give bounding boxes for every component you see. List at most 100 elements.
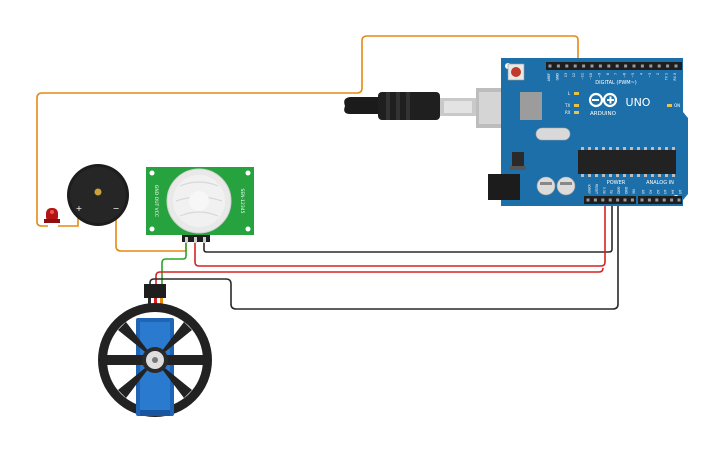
header-pin-label: ~9 (597, 73, 601, 78)
header-pin-label: AREF (547, 73, 551, 81)
capacitor-2 (556, 176, 576, 196)
header-pin-label: ~3 (648, 73, 652, 78)
header-pin-label: 12 (572, 73, 576, 77)
header-pin[interactable] (593, 198, 597, 202)
pir-sensor[interactable]: GND OUT VCC SEN-12345 (146, 167, 254, 243)
chip-pin (658, 147, 661, 150)
servo-motor-icon[interactable] (98, 284, 212, 417)
rx-led (574, 111, 579, 114)
header-pin-label: A1 (648, 190, 652, 194)
header-pin-label: GND (555, 72, 559, 80)
header-pin-label: GND (624, 187, 628, 195)
header-pin-label: 3.3V (602, 187, 606, 195)
wire-red-servo-power[interactable] (155, 267, 604, 284)
header-pin-label: RX 0 (673, 73, 677, 80)
microcontroller-chip (578, 150, 676, 174)
header-pin[interactable] (674, 64, 678, 68)
header-pin[interactable] (586, 198, 590, 202)
header-pin[interactable] (598, 64, 602, 68)
header-pin-label: 13 (564, 73, 568, 77)
chip-pin (630, 174, 633, 177)
chip-pin (651, 174, 654, 177)
header-pin-label: ~11 (581, 73, 585, 80)
chip-pin (644, 147, 647, 150)
piezo-buzzer[interactable]: + − (67, 164, 129, 226)
chip-pin (630, 147, 633, 150)
header-pin[interactable] (640, 64, 644, 68)
chip-pin (644, 174, 647, 177)
chip-pin (588, 147, 591, 150)
arduino-model-label: UNO (626, 96, 651, 109)
header-pin[interactable] (601, 198, 605, 202)
header-pin[interactable] (616, 198, 620, 202)
header-pin[interactable] (573, 64, 577, 68)
chip-pin (623, 174, 626, 177)
chip-pin (672, 147, 675, 150)
power-jack[interactable] (488, 174, 520, 200)
header-pin[interactable] (582, 64, 586, 68)
header-pin[interactable] (623, 198, 627, 202)
header-pin[interactable] (615, 64, 619, 68)
header-pin[interactable] (662, 198, 666, 202)
header-pin[interactable] (548, 64, 552, 68)
header-pin[interactable] (632, 64, 636, 68)
buzzer-plus-label: + (76, 204, 83, 213)
crystal-oscillator (535, 127, 571, 141)
chip-pin (595, 174, 598, 177)
red-led-icon[interactable] (44, 208, 60, 223)
header-pin[interactable] (624, 64, 628, 68)
header-pin[interactable] (677, 198, 681, 202)
header-pin[interactable] (607, 64, 611, 68)
header-pin-label: A3 (663, 190, 667, 194)
header-pin[interactable] (666, 64, 670, 68)
header-pin-label: 7 (614, 73, 618, 75)
arduino-logo-icon (588, 92, 618, 108)
wire-green-servo-signal[interactable] (161, 242, 187, 284)
chip-pin (637, 147, 640, 150)
on-led (667, 104, 672, 107)
header-pin[interactable] (655, 198, 659, 202)
header-pin[interactable] (556, 64, 560, 68)
digital-header-label: DIGITAL (PWM~) (595, 80, 637, 86)
chip-pin (651, 147, 654, 150)
wire-black-pir-gnd[interactable] (203, 201, 613, 253)
wire-orange-buzzer[interactable] (58, 215, 79, 227)
tx-led (574, 104, 579, 107)
header-pin-label: A2 (656, 190, 660, 194)
header-pin[interactable] (670, 198, 674, 202)
header-pin-label: GND (617, 187, 621, 195)
header-pin[interactable] (647, 198, 651, 202)
wire-orange-led[interactable] (36, 35, 579, 227)
chip-pin (672, 174, 675, 177)
wire-black-servo-gnd[interactable] (149, 201, 619, 310)
chip-pin (602, 147, 605, 150)
wire-orange-buzzer-gnd[interactable] (115, 214, 187, 252)
chip-pin (609, 174, 612, 177)
header-pin[interactable] (590, 64, 594, 68)
header-pin[interactable] (565, 64, 569, 68)
capacitor-1 (536, 176, 556, 196)
chip-pin (595, 147, 598, 150)
digital-header[interactable] (546, 62, 682, 70)
analog-header[interactable] (638, 196, 682, 204)
power-header-label: POWER (607, 180, 626, 186)
header-pin-label: A5 (678, 190, 682, 194)
header-pin[interactable] (640, 198, 644, 202)
pir-left-label: GND OUT VCC (153, 185, 159, 217)
usb-cable-icon[interactable] (344, 88, 522, 128)
wire-red-pir-vcc[interactable] (194, 201, 606, 267)
header-pin[interactable] (657, 64, 661, 68)
chip-pin (588, 174, 591, 177)
header-pin-label: 4 (639, 73, 643, 75)
header-pin[interactable] (649, 64, 653, 68)
buzzer-hole-icon (94, 188, 102, 196)
header-pin-label: ~6 (623, 73, 627, 78)
header-pin[interactable] (630, 198, 634, 202)
header-pin-label: A0 (641, 190, 645, 194)
rx-led-label: RX (565, 110, 571, 115)
header-pin-label: 2 (656, 73, 660, 75)
chip-pin (609, 147, 612, 150)
header-pin[interactable] (608, 198, 612, 202)
header-pin-label: RESET (594, 184, 598, 194)
